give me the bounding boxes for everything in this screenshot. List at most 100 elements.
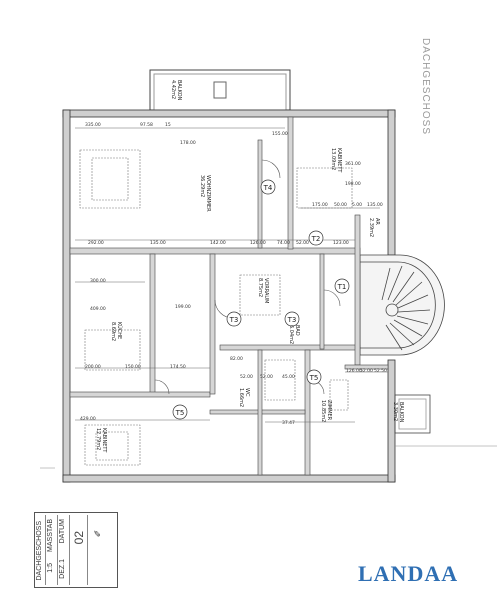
room-label-wc: WC1.66m2 bbox=[238, 388, 250, 407]
svg-text:BALKON: BALKON bbox=[398, 402, 404, 423]
title-block: DACHGESCHOSS MASSTAB 1:5 DATUM DEZ.1 02 … bbox=[34, 512, 118, 588]
svg-text:200.00: 200.00 bbox=[85, 364, 101, 370]
title-block-scale-value: 1:5 bbox=[47, 563, 54, 573]
door-tag-t2: T2 bbox=[308, 230, 324, 246]
outer-walls bbox=[62, 109, 396, 483]
svg-text:150.00: 150.00 bbox=[125, 364, 141, 370]
door-tag-label: T1 bbox=[337, 283, 347, 291]
svg-text:10.85m2: 10.85m2 bbox=[320, 400, 326, 422]
svg-text:126.00: 126.00 bbox=[250, 240, 266, 246]
svg-text:8.75m2: 8.75m2 bbox=[257, 278, 263, 297]
svg-text:37.47: 37.47 bbox=[282, 420, 295, 426]
svg-text:335.00: 335.00 bbox=[85, 122, 101, 128]
door-tag-label: T2 bbox=[311, 235, 321, 243]
svg-text:361.00: 361.00 bbox=[345, 161, 361, 167]
svg-text:1.66m2: 1.66m2 bbox=[238, 388, 244, 407]
svg-text:WOHNZIMMER: WOHNZIMMER bbox=[205, 175, 211, 212]
door-tag-t3b: T3 bbox=[284, 311, 300, 327]
svg-text:199.00: 199.00 bbox=[175, 304, 191, 310]
svg-text:15: 15 bbox=[165, 122, 171, 128]
title-block-signature: ✎ bbox=[91, 527, 101, 537]
svg-text:174.50: 174.50 bbox=[170, 364, 186, 370]
title-block-date-label: DATUM bbox=[59, 519, 66, 544]
door-tag-t3a: T3 bbox=[226, 311, 242, 327]
svg-text:135.00: 135.00 bbox=[150, 240, 166, 246]
svg-text:52.50: 52.50 bbox=[374, 368, 387, 374]
svg-text:2.39m2: 2.39m2 bbox=[368, 218, 374, 237]
door-tag-t5b: T5 bbox=[306, 369, 322, 385]
svg-text:ZIMMER: ZIMMER bbox=[326, 400, 332, 421]
svg-text:BAD: BAD bbox=[294, 325, 300, 336]
title-block-sheet-number: 02 bbox=[72, 531, 86, 545]
svg-text:52.00: 52.00 bbox=[296, 240, 309, 246]
svg-text:AR: AR bbox=[374, 218, 380, 225]
svg-text:409.00: 409.00 bbox=[90, 306, 106, 312]
room-label-ar: AR2.39m2 bbox=[368, 218, 380, 237]
svg-text:142.00: 142.00 bbox=[210, 240, 226, 246]
svg-text:4.42m2: 4.42m2 bbox=[170, 80, 176, 99]
svg-text:52.00: 52.00 bbox=[360, 368, 373, 374]
svg-text:36.29m2: 36.29m2 bbox=[199, 175, 205, 197]
dimension-labels: 335.00 97.58 15 178.00 155.00 292.00 135… bbox=[80, 122, 387, 426]
svg-text:429.00: 429.00 bbox=[80, 416, 96, 422]
svg-text:82.00: 82.00 bbox=[230, 356, 243, 362]
svg-text:52.00: 52.00 bbox=[240, 374, 253, 380]
svg-text:178.00: 178.00 bbox=[180, 140, 196, 146]
door-tag-t5a: T5 bbox=[172, 404, 188, 420]
svg-text:198.00: 198.00 bbox=[345, 181, 361, 187]
svg-text:292.00: 292.00 bbox=[88, 240, 104, 246]
svg-text:126.00: 126.00 bbox=[346, 368, 362, 374]
svg-text:6.04m2: 6.04m2 bbox=[288, 325, 294, 344]
svg-text:74.00: 74.00 bbox=[277, 240, 290, 246]
balcony-right bbox=[394, 394, 431, 434]
svg-text:12.79m2: 12.79m2 bbox=[95, 428, 101, 450]
svg-text:BALKON: BALKON bbox=[176, 80, 182, 101]
svg-text:123.00: 123.00 bbox=[333, 240, 349, 246]
door-tag-label: T3 bbox=[229, 316, 239, 324]
svg-text:5.00: 5.00 bbox=[352, 202, 362, 208]
door-tag-label: T5 bbox=[309, 374, 319, 382]
svg-text:8.69m2: 8.69m2 bbox=[110, 322, 116, 341]
svg-text:WC: WC bbox=[244, 388, 250, 397]
svg-text:VORRAUM: VORRAUM bbox=[263, 278, 269, 303]
svg-text:45.00: 45.00 bbox=[282, 374, 295, 380]
site-marks bbox=[40, 445, 497, 469]
door-tag-t4: T4 bbox=[260, 179, 276, 195]
svg-text:KABINETT: KABINETT bbox=[101, 428, 107, 453]
svg-text:KÜCHE: KÜCHE bbox=[116, 322, 123, 339]
svg-text:50.00: 50.00 bbox=[334, 202, 347, 208]
svg-text:13.09m2: 13.09m2 bbox=[330, 148, 336, 170]
door-tag-t1: T1 bbox=[334, 278, 350, 294]
title-block-title: DACHGESCHOSS bbox=[36, 521, 43, 581]
svg-text:155.00: 155.00 bbox=[272, 131, 288, 137]
svg-text:97.58: 97.58 bbox=[140, 122, 153, 128]
door-tag-label: T5 bbox=[175, 409, 185, 417]
floor-label: DACHGESCHOSS bbox=[420, 38, 431, 136]
dimension-lines bbox=[75, 127, 388, 423]
inner-walls bbox=[69, 116, 389, 476]
brand-logo: LANDAA bbox=[358, 561, 459, 586]
svg-text:135.00: 135.00 bbox=[367, 202, 383, 208]
svg-text:52.00: 52.00 bbox=[260, 374, 273, 380]
title-block-scale-label: MASSTAB bbox=[47, 519, 54, 552]
furniture bbox=[79, 149, 353, 466]
title-block-date-value: DEZ.1 bbox=[59, 559, 66, 579]
door-tag-label: T3 bbox=[287, 316, 297, 324]
svg-text:3.30m2: 3.30m2 bbox=[392, 402, 398, 421]
svg-text:KABINETT: KABINETT bbox=[336, 148, 342, 173]
door-tags: T4 T2 T1 T3 T3 T5 T5 bbox=[172, 179, 350, 420]
svg-text:175.00: 175.00 bbox=[312, 202, 328, 208]
svg-text:300.00: 300.00 bbox=[90, 278, 106, 284]
door-tag-label: T4 bbox=[263, 184, 273, 192]
door-swings bbox=[154, 159, 341, 395]
